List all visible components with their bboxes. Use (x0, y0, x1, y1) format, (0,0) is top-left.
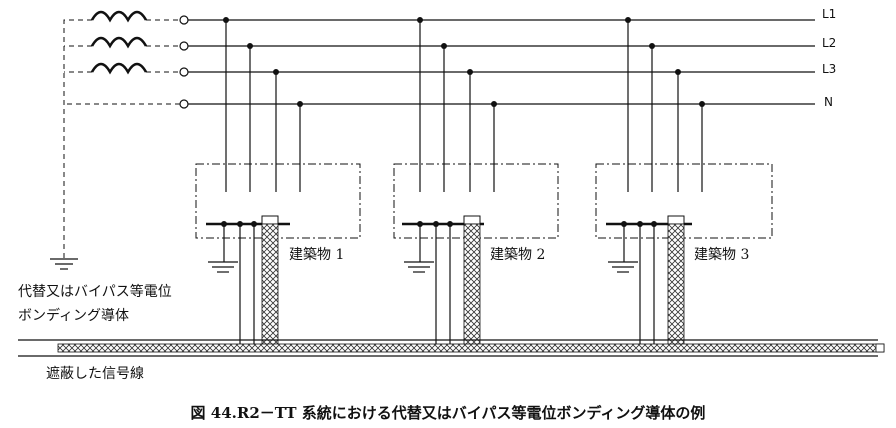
building-3-label: 建築物 3 (694, 247, 749, 263)
shield-riser-3 (667, 223, 685, 347)
building-2: 建築物 2 (393, 17, 559, 347)
bypass-conductor-label-1: 代替又はバイパス等電位 (18, 283, 172, 300)
transformer-windings (90, 10, 148, 75)
supply-buses (188, 19, 815, 105)
winding-l3 (90, 62, 148, 75)
figure-caption: 図 44.R2－TT 系統における代替又はバイパス等電位ボンディング導体の例 (191, 404, 706, 422)
building-1: 建築物 1 (195, 17, 361, 347)
shielded-cable-label: 遮蔽した信号線 (46, 366, 144, 382)
supply-terminals (179, 15, 189, 109)
star-connection (63, 19, 180, 258)
shielded-signal-cable (57, 343, 885, 353)
building-3: 建築物 3 (595, 17, 773, 347)
building-2-label: 建築物 2 (490, 247, 545, 263)
bypass-bonding-conductor (18, 339, 878, 357)
building-1-label: 建築物 1 (289, 247, 344, 263)
supply-earth-symbol (50, 258, 78, 270)
bypass-conductor-label-2: ボンディング導体 (18, 307, 129, 324)
label-l3: L3 (822, 62, 836, 76)
label-l1: L1 (822, 7, 836, 21)
winding-l1 (90, 10, 148, 23)
cable-end-cap (875, 343, 885, 353)
shield-riser-2 (463, 223, 481, 347)
label-l2: L2 (822, 36, 836, 50)
winding-l2 (90, 36, 148, 49)
shield-riser-1 (261, 223, 279, 347)
label-n: N (824, 95, 833, 109)
